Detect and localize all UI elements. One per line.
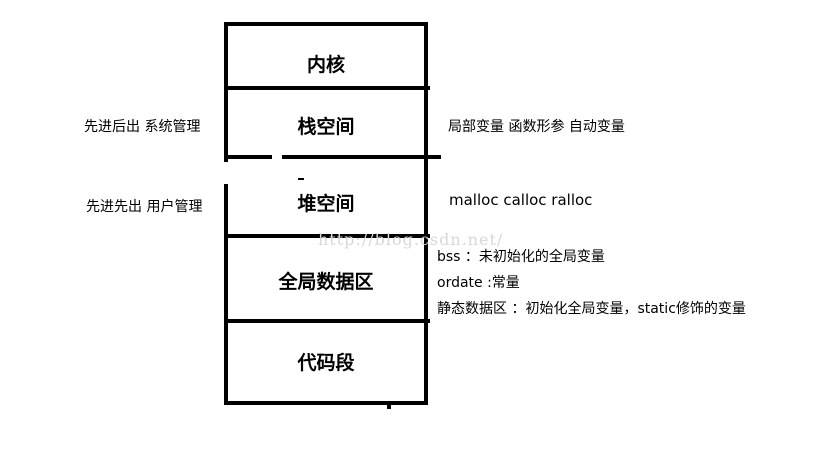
heap-functions-note: malloc calloc ralloc xyxy=(449,191,593,209)
separator-kernel-stack xyxy=(224,86,430,90)
segment-global-label: 全局数据区 xyxy=(278,271,374,293)
separator-heap-global xyxy=(224,234,430,238)
separator-global-code xyxy=(224,319,430,323)
segment-stack-label: 栈空间 xyxy=(297,116,355,138)
static-data-note: 静态数据区 ：初始化全局变量，static修饰的变量 xyxy=(437,301,746,317)
separator-gap xyxy=(272,154,282,161)
memory-layout-box xyxy=(224,22,428,405)
left-border-gap xyxy=(222,162,230,184)
segment-code-label: 代码段 xyxy=(297,352,355,374)
bottom-dot-mark xyxy=(387,404,391,409)
separator-stack-heap xyxy=(224,155,441,159)
bss-note: bss ：未初始化的全局变量 xyxy=(437,249,605,265)
stack-contents-note: 局部变量 函数形参 自动变量 xyxy=(448,119,625,135)
small-dash-mark xyxy=(298,178,304,180)
rodata-note: ordate :常量 xyxy=(437,275,520,291)
stack-management-note: 先进后出 系统管理 xyxy=(84,119,201,135)
segment-heap-label: 堆空间 xyxy=(297,193,355,215)
watermark: http://blog.csdn.net/ xyxy=(318,230,504,249)
heap-management-note: 先进先出 用户管理 xyxy=(86,199,203,215)
segment-kernel-label: 内核 xyxy=(306,54,345,76)
